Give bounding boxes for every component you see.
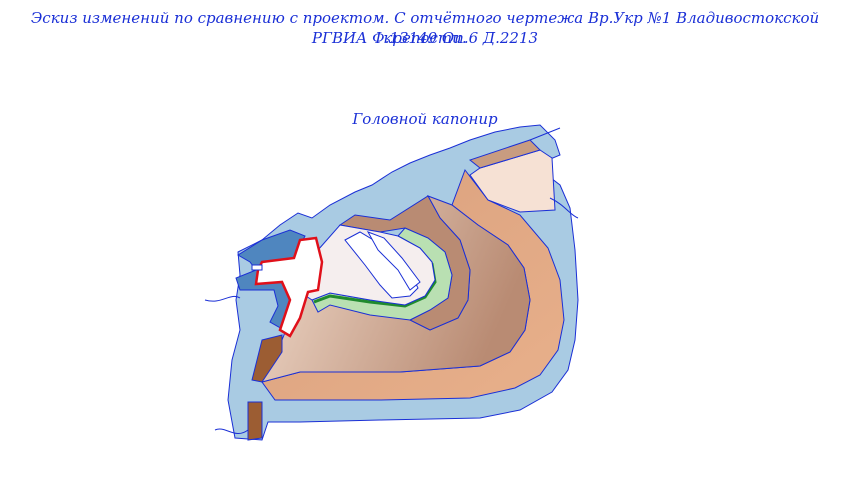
scarp-bottom — [247, 401, 263, 441]
caponier-changed — [254, 236, 324, 338]
embrasure — [251, 264, 263, 271]
title-line-1: Эскиз изменений по сравнению с проектом.… — [30, 9, 820, 47]
shoreline — [204, 127, 579, 435]
scarp-left — [251, 334, 283, 383]
plan-caption: Головной капонир — [352, 110, 498, 128]
white-parapet-2 — [366, 231, 421, 291]
title-line-2: РГВИА Ф.13149 Оп.6 Д.2213 — [311, 29, 539, 47]
